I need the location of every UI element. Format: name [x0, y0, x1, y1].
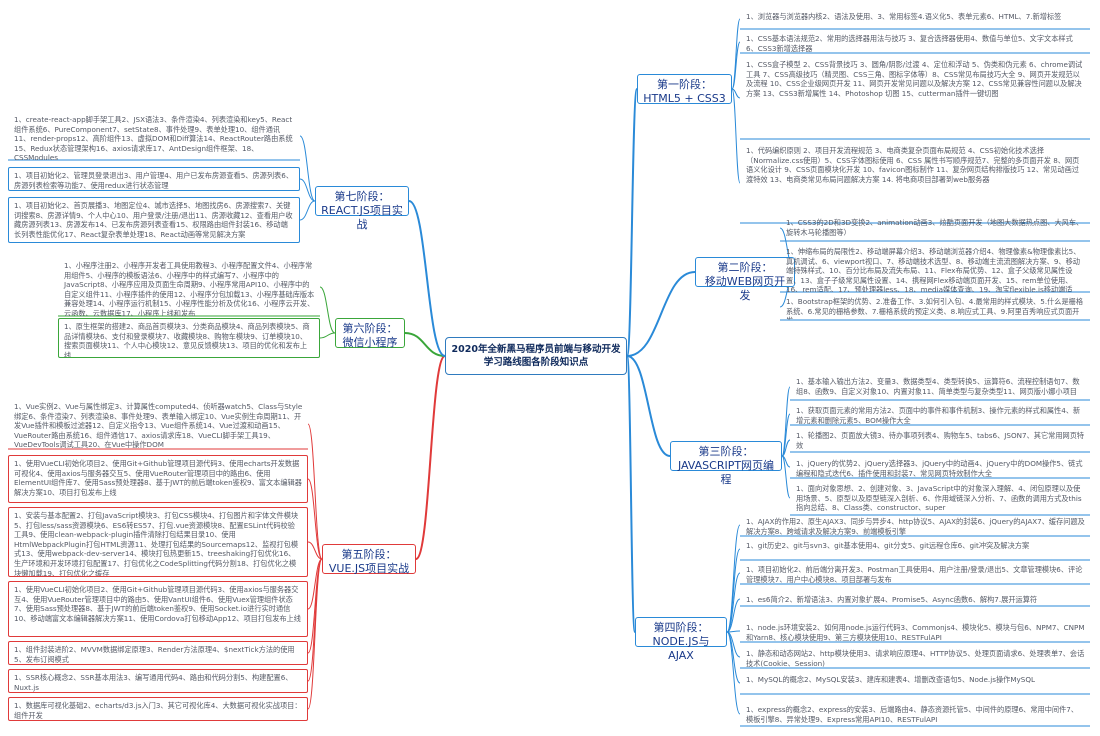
- stage-5-topic-6: 1、SSR核心概念2、SSR基本用法3、编写通用代码4、路由和代码分割5、构建配…: [8, 669, 308, 693]
- stage-4-topic-4-link: [726, 598, 741, 633]
- stage-4-link: [626, 355, 636, 633]
- stage-7-node[interactable]: 第七阶段： REACT.JS项目实战: [315, 186, 409, 231]
- stage-3-link: [626, 355, 671, 457]
- stage-3-topic-1: 1、基本输入输出方法2、变量3、数据类型4、类型转换5、运算符6、流程控制语句7…: [796, 377, 1080, 396]
- stage-6-node[interactable]: 第六阶段： 微信小程序: [335, 318, 405, 349]
- stage-7-link: [408, 200, 446, 357]
- stage-7-topic-3: 1、项目初始化2、首页展播3、地图定位4、城市选择5、地图找房6、房源搜索7、关…: [8, 197, 300, 243]
- stage-1-topic-4-link: [731, 88, 741, 184]
- stage-2-topic-3: 1、Bootstrap框架的优势、2.准备工作、3.如何引入包、4.最常用的样式…: [786, 297, 1084, 320]
- stage-4-topic-2: 1、git历史2、git与svn3、git基本使用4、git分支5、git远程仓…: [746, 541, 1030, 550]
- stage-3-topic-3: 1、轮播图2、页面放大镜3、待办事项列表4、购物车5、tabs6、JSON7、其…: [796, 431, 1085, 450]
- stage-5-topic-2: 1、使用VueCLI初始化项目2、使用Git+Github管理项目源代码3、使用…: [8, 455, 308, 503]
- stage-1-topic-2: 1、CSS基本语法规范2、常用的选择器用法与技巧 3、复合选择器使用4、数值与单…: [746, 34, 1073, 53]
- stage-5-link: [415, 355, 446, 560]
- stage-5-topic-2-link: [307, 478, 323, 560]
- stage-5-topic-1: 1、Vue实例2、Vue与属性绑定3、计算属性computed4、侦听器watc…: [14, 402, 303, 449]
- stage-6-topic-2: 1、原生框架的搭建2、商品首页模块3、分类商品模块4、商品列表模块5、商品详情模…: [58, 318, 320, 358]
- stage-4-topic-8-link: [726, 631, 741, 715]
- stage-7-topic-1-link: [299, 135, 316, 202]
- stage-1-link: [626, 88, 638, 357]
- stage-4-topic-4: 1、es6简介2、新增语法3、内置对象扩展4、Promise5、Async函数6…: [746, 595, 1038, 604]
- stage-5-topic-5: 1、组件封装进阶2、MVVM数据绑定原理3、Render方法原理4、$nextT…: [8, 641, 308, 665]
- stage-7-topic-2-link: [299, 178, 316, 202]
- stage-3-topic-1-link: [781, 386, 791, 457]
- stage-3-topic-4: 1、jQuery的优势2、jQuery选择器3、jQuery中的动画4、jQue…: [796, 459, 1083, 478]
- stage-5-topic-6-link: [307, 558, 323, 682]
- stage-4-topic-1: 1、AJAX的作用2、原生AJAX3、同步与异步4、http协议5、AJAX的封…: [746, 517, 1085, 536]
- stage-7-topic-3-link: [299, 200, 316, 221]
- stage-1-node[interactable]: 第一阶段： HTML5 + CSS3: [637, 74, 732, 105]
- stage-1-topic-4: 1、代码编织原则 2、项目开发流程规范 3、电商类复杂页面布局规范 4、CSS初…: [746, 146, 1080, 184]
- stage-6-topic-1: 1、小程序注册2、小程序开发者工具使用教程3、小程序配置文件4、小程序常用组件5…: [64, 261, 315, 316]
- stage-6-topic-1-link: [319, 286, 336, 334]
- stage-5-topic-1-link: [307, 423, 323, 560]
- stage-7-topic-2: 1、项目初始化2、管理员登录退出3、用户管理4、用户已发布房源查看5、房源列表6…: [8, 167, 300, 191]
- stage-3-node[interactable]: 第三阶段： JAVASCRIPT网页编程: [670, 441, 782, 486]
- stage-5-topic-3: 1、安装与基本配置2、打包JavaScript模块3、打包CSS模块4、打包图片…: [8, 507, 308, 577]
- stage-4-topic-3: 1、项目初始化2、前后端分离开发3、Postman工具使用4、用户注册/登录/退…: [746, 565, 1083, 584]
- stage-2-topic-2: 1、伸缩布局的局限性2、移动端屏幕介绍3、移动端浏览器介绍4、物理像素&物理像素…: [786, 247, 1081, 292]
- central-topic[interactable]: 2020年全新黑马程序员前端与移动开发 学习路线图各阶段知识点: [445, 337, 627, 375]
- stage-1-topic-1: 1、浏览器与浏览器内核2、语法及使用、3、常用标签4.语义化5、表单元素6、HT…: [746, 12, 1062, 21]
- stage-5-topic-3-link: [307, 541, 323, 560]
- stage-1-topic-1-link: [731, 18, 741, 90]
- stage-1-topic-2-link: [731, 41, 741, 90]
- stage-4-topic-7: 1、MySQL的概念2、MySQL安装3、建库和建表4、增删改查语句5、Node…: [746, 675, 1036, 684]
- stage-3-topic-3-link: [781, 439, 791, 457]
- stage-2-node[interactable]: 第二阶段： 移动WEB网页开发: [695, 257, 795, 302]
- stage-1-topic-3: 1、CSS盒子模型 2、CSS背景技巧 3、圆角/阴影/过渡 4、定位和浮动 5…: [746, 60, 1083, 98]
- stage-5-topic-7-link: [307, 558, 323, 710]
- stage-2-link: [626, 271, 696, 357]
- stage-4-node[interactable]: 第四阶段： NODE.JS与AJAX: [635, 617, 727, 662]
- stage-3-topic-2-link: [781, 413, 791, 457]
- stage-4-topic-6: 1、静态和动态网站2、http模块使用3、请求响应原理4、HTTP协议5、处理页…: [746, 649, 1085, 668]
- stage-3-topic-5-link: [781, 455, 791, 499]
- stage-1-topic-3-link: [731, 88, 741, 99]
- stage-5-topic-7: 1、数据库可视化基础2、echarts/d3.js入门3、其它可视化库4、大数据…: [8, 697, 308, 721]
- stage-3-topic-2: 1、获取页面元素的常用方法2、页面中的事件和事件机制3、操作元素的样式和属性4、…: [796, 406, 1081, 425]
- stage-5-topic-4: 1、使用VueCLI初始化项目2、使用Git+Github管理项目源代码3、使用…: [8, 581, 308, 637]
- stage-4-topic-2-link: [726, 548, 741, 633]
- stage-7-topic-1: 1、create-react-app脚手架工具2、JSX语法3、条件渲染4、列表…: [14, 115, 293, 160]
- stage-5-node[interactable]: 第五阶段： VUE.JS项目实战: [322, 544, 416, 575]
- stage-4-topic-5: 1、node.js环境安装2、如何用node.js运行代码3、Commonjs4…: [746, 623, 1085, 642]
- stage-3-topic-5: 1、面向对象思想、2、创建对象、3、JavaScript中的对象深入理解、4、闭…: [796, 484, 1082, 513]
- stage-2-topic-1: 1、CSS3的2D和3D变换2、animation动画3、炫酷页面开发（地图大数…: [786, 218, 1084, 237]
- stage-4-topic-8: 1、express的概念2、express的安装3、后端路由4、静态资源托管5、…: [746, 705, 1079, 724]
- stage-6-topic-2-link: [319, 332, 336, 339]
- stage-6-link: [404, 332, 446, 357]
